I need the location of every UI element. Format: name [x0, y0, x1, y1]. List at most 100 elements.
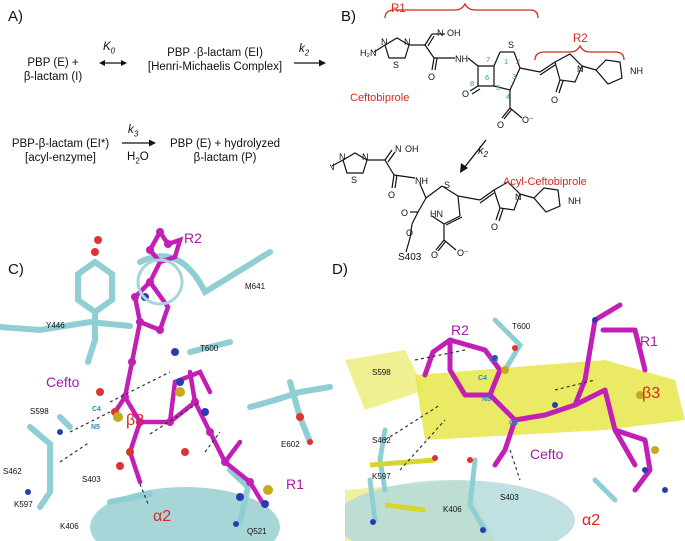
acyl-enzyme-label: PBP-β-lactam (EI*) [acyl-enzyme]	[3, 137, 118, 165]
atom-c4-d: C4	[478, 375, 487, 382]
panel-c-structure	[0, 222, 335, 541]
k3-arrow	[122, 139, 156, 147]
y446-ring	[75, 258, 115, 316]
svg-text:O⁻: O⁻	[522, 115, 534, 125]
acyl-ceftobiprole-label: Acyl-Ceftobiprole	[503, 176, 587, 188]
acyl-line2: [acyl-enzyme]	[25, 152, 96, 164]
svg-text:O⁻: O⁻	[457, 248, 469, 258]
cefto-label-c: Cefto	[46, 374, 80, 390]
r2-label-b: R2	[573, 33, 588, 45]
svg-text:4: 4	[506, 92, 510, 101]
svg-text:O: O	[428, 72, 435, 82]
complex-line2: [Henri-Michaelis Complex]	[147, 61, 283, 73]
reactant-line2: β-lactam (I)	[23, 71, 83, 83]
pyrrolidine-ring-top	[595, 59, 623, 85]
product-line1: PBP (E) + hydrolyzed	[169, 138, 281, 150]
residue-s462-c: S462	[3, 467, 22, 476]
panel-d-render	[345, 290, 685, 541]
cefto-label-d: Cefto	[530, 446, 564, 462]
svg-text:N: N	[339, 152, 346, 162]
atom-c4-c: C4	[92, 406, 101, 413]
ceftobiprole-label: Ceftobiprole	[350, 92, 410, 104]
svg-text:O: O	[491, 222, 498, 232]
svg-text:5: 5	[496, 83, 500, 92]
svg-text:NH: NH	[455, 54, 468, 64]
svg-text:N: N	[437, 28, 444, 38]
alpha2-label-c: α2	[153, 508, 172, 525]
svg-text:O: O	[388, 190, 395, 200]
residue-m641: M641	[245, 282, 266, 291]
svg-text:O: O	[551, 95, 558, 105]
alpha2-label-d: α2	[582, 512, 601, 529]
r1-label-c: R1	[286, 476, 304, 492]
r1-label-d: R1	[640, 333, 658, 349]
panel-c-render	[0, 227, 333, 541]
r1-label-b: R1	[391, 3, 406, 15]
residue-s403-d: S403	[500, 493, 519, 502]
svg-text:N: N	[404, 37, 411, 47]
complex-label: PBP ·β-lactam (EI) [Henri-Michaelis Comp…	[140, 46, 290, 74]
residue-e602: E602	[281, 440, 300, 449]
alpha2-helix-d	[345, 480, 575, 541]
residue-s598-d: S598	[372, 368, 391, 377]
svg-text:O: O	[401, 208, 408, 218]
svg-text:6: 6	[485, 73, 489, 82]
atom-n5-d: N5	[482, 396, 491, 403]
svg-text:O: O	[431, 250, 438, 260]
r2-label-c: R2	[184, 230, 202, 246]
svg-text:1: 1	[504, 57, 508, 66]
product-label: PBP (E) + hydrolyzed β-lactam (P)	[160, 137, 290, 165]
svg-text:7: 7	[486, 55, 490, 64]
k2-label-b: k2	[478, 145, 488, 160]
svg-text:OH: OH	[447, 28, 461, 38]
svg-text:NH: NH	[630, 66, 643, 76]
beta3-sheet-d	[415, 360, 685, 440]
k3-label: k3	[128, 124, 139, 139]
residue-s403-c: S403	[82, 475, 101, 484]
svg-text:H₂N: H₂N	[360, 48, 377, 58]
residue-t600-c: T600	[200, 344, 219, 353]
svg-text:S: S	[393, 60, 399, 70]
r2-bracket	[534, 44, 625, 61]
beta3-label-d: β3	[642, 385, 661, 402]
svg-text:N: N	[515, 192, 522, 202]
r1-bracket	[384, 2, 539, 19]
alpha2-helix-c	[90, 487, 280, 541]
panel-d-label: D)	[332, 261, 348, 278]
reactant-line1: PBP (E) +	[27, 57, 79, 69]
svg-text:S: S	[444, 180, 450, 190]
svg-text:H₂N: H₂N	[330, 162, 335, 172]
pyrrolidine-ring-bottom	[533, 187, 561, 213]
panel-a-label: A)	[8, 8, 23, 25]
svg-text:O: O	[462, 89, 469, 99]
r2-label-d: R2	[451, 322, 469, 338]
svg-text:N: N	[395, 144, 402, 154]
residue-k406-c: K406	[60, 522, 79, 531]
k2-arrow-a	[294, 59, 326, 67]
acyl-line1: PBP-β-lactam (EI*)	[11, 138, 110, 150]
pyrrolidinone-ring	[554, 53, 583, 83]
s403-label-b: S403	[398, 252, 422, 263]
svg-text:N: N	[381, 37, 388, 47]
svg-text:2: 2	[516, 57, 520, 66]
panel-b-label: B)	[341, 8, 356, 25]
pyrrolidinone-ring-bottom	[493, 181, 521, 211]
svg-text:OH: OH	[405, 144, 419, 154]
thiadiazole-ring-bottom	[342, 152, 368, 174]
residue-k597-c: K597	[14, 500, 33, 509]
chemical-structures: H₂N S N N N OH O NH O S O O⁻ O N NH 7 6 …	[330, 2, 643, 260]
svg-text:O: O	[497, 120, 504, 130]
svg-text:3: 3	[512, 72, 516, 81]
thiadiazole-ring	[384, 37, 410, 59]
svg-text:8: 8	[470, 79, 474, 88]
svg-text:HN: HN	[430, 209, 443, 219]
k2-label-a: k2	[299, 43, 310, 58]
svg-text:N: N	[577, 64, 584, 74]
residue-q521: Q521	[247, 527, 267, 536]
atom-c6-d: C6	[509, 420, 518, 427]
svg-text:NH: NH	[415, 176, 428, 186]
svg-text:NH: NH	[568, 196, 581, 206]
product-line2: β-lactam (P)	[193, 152, 257, 164]
residue-k406-d: K406	[443, 505, 462, 514]
k0-label: K0	[103, 41, 116, 56]
